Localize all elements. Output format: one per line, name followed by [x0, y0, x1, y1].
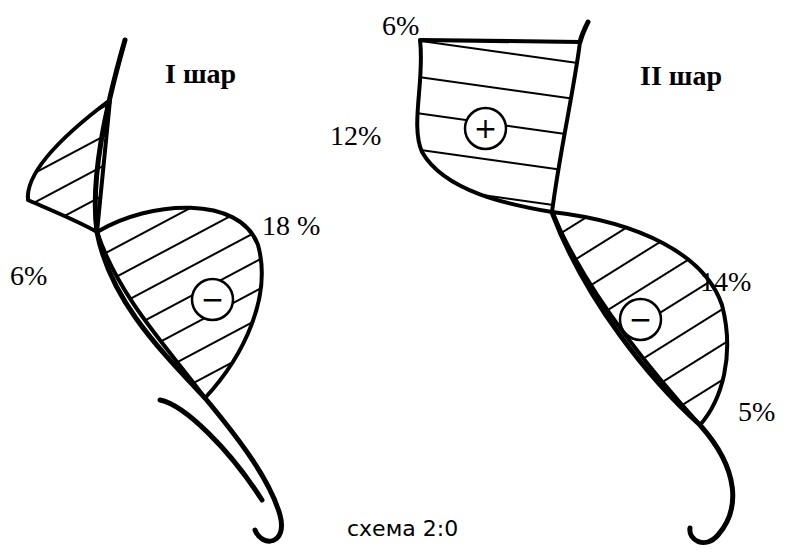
percent-label: 6%: [10, 262, 47, 290]
caption: схема 2:0: [347, 518, 458, 540]
percent-label: 6%: [382, 12, 419, 40]
sign-circle: +: [463, 106, 508, 151]
sign-symbol: +: [474, 115, 497, 143]
sign-circle: −: [190, 277, 235, 322]
percent-label: 18 %: [262, 212, 320, 240]
sign-symbol: −: [629, 306, 652, 334]
sign-symbol: −: [201, 286, 224, 314]
percent-label: 5%: [738, 398, 775, 426]
layer-title: II шар: [640, 62, 722, 90]
percent-label: 12%: [330, 122, 381, 150]
sign-circle: −: [618, 297, 663, 342]
percent-label: 14%: [700, 268, 751, 296]
layer-title: I шар: [165, 60, 236, 88]
